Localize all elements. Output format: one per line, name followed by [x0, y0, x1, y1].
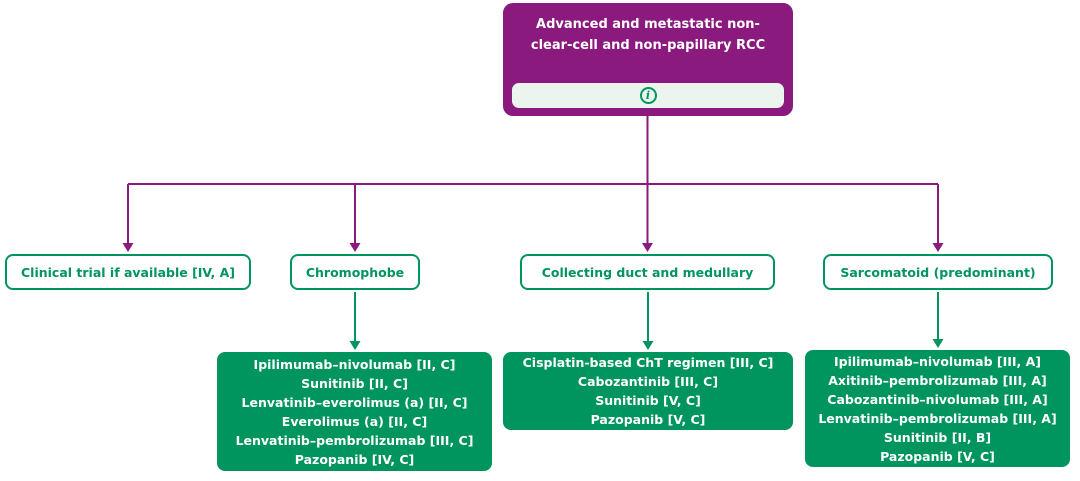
treatment-line: Axitinib–pembrolizumab [III, A]: [828, 372, 1047, 388]
node-chromophobe-label: Chromophobe: [305, 264, 405, 280]
treatment-line: Sunitinib [II, B]: [883, 429, 992, 445]
treatments-collecting-duct: Cisplatin-based ChT regimen [III, C] Cab…: [503, 352, 793, 430]
root-node-advanced-metastatic-rcc: Advanced and metastatic non-clear-cell a…: [503, 3, 793, 116]
node-clinical-trial: Clinical trial if available [IV, A]: [5, 254, 251, 290]
treatment-line: Pazopanib [V, C]: [590, 412, 706, 427]
arrowhead-clinical-trial: [122, 243, 134, 252]
treatment-line: Lenvatinib–everolimus (a) [II, C]: [241, 394, 468, 410]
treatment-line: Ipilimumab–nivolumab [II, C]: [253, 356, 456, 372]
info-button[interactable]: i: [512, 83, 784, 108]
treatment-line: Everolimus (a) [II, C]: [281, 413, 428, 429]
treatments-sarcomatoid: Ipilimumab–nivolumab [III, A] Axitinib–p…: [805, 350, 1070, 467]
node-collecting-duct-medullary: Collecting duct and medullary: [520, 254, 775, 290]
arrowhead-sarcomatoid: [932, 243, 944, 252]
treatment-line: Pazopanib [IV, C]: [294, 451, 415, 467]
arrowhead-collecting-treatments: [642, 341, 654, 350]
arrowhead-sarcomatoid-treatments: [932, 339, 944, 348]
node-sarcomatoid-label: Sarcomatoid (predominant): [840, 264, 1036, 280]
info-icon[interactable]: i: [639, 87, 657, 104]
treatment-line: Cabozantinib–nivolumab [III, A]: [827, 391, 1048, 407]
treatment-line: Lenvatinib–pembrolizumab [III, A]: [818, 410, 1057, 426]
node-chromophobe: Chromophobe: [290, 254, 420, 290]
treatment-line: Cisplatin-based ChT regimen [III, C]: [522, 355, 774, 370]
node-sarcomatoid: Sarcomatoid (predominant): [823, 254, 1053, 290]
node-clinical-trial-label: Clinical trial if available [IV, A]: [21, 264, 235, 280]
treatment-line: Pazopanib [V, C]: [880, 448, 995, 464]
treatment-line: Lenvatinib–pembrolizumab [III, C]: [235, 432, 474, 448]
treatment-line: Sunitinib [II, C]: [301, 375, 408, 391]
root-node-title: Advanced and metastatic non-clear-cell a…: [530, 17, 766, 53]
treatments-chromophobe: Ipilimumab–nivolumab [II, C] Sunitinib […: [217, 352, 492, 471]
treatment-line: Cabozantinib [III, C]: [577, 374, 719, 389]
node-collecting-duct-label: Collecting duct and medullary: [541, 264, 754, 280]
arrowhead-chromophobe-treatments: [349, 341, 361, 350]
arrowhead-collecting-duct: [642, 243, 653, 252]
treatment-line: Ipilimumab–nivolumab [III, A]: [833, 353, 1042, 369]
arrowhead-chromophobe: [349, 243, 361, 252]
treatment-line: Sunitinib [V, C]: [595, 393, 701, 408]
